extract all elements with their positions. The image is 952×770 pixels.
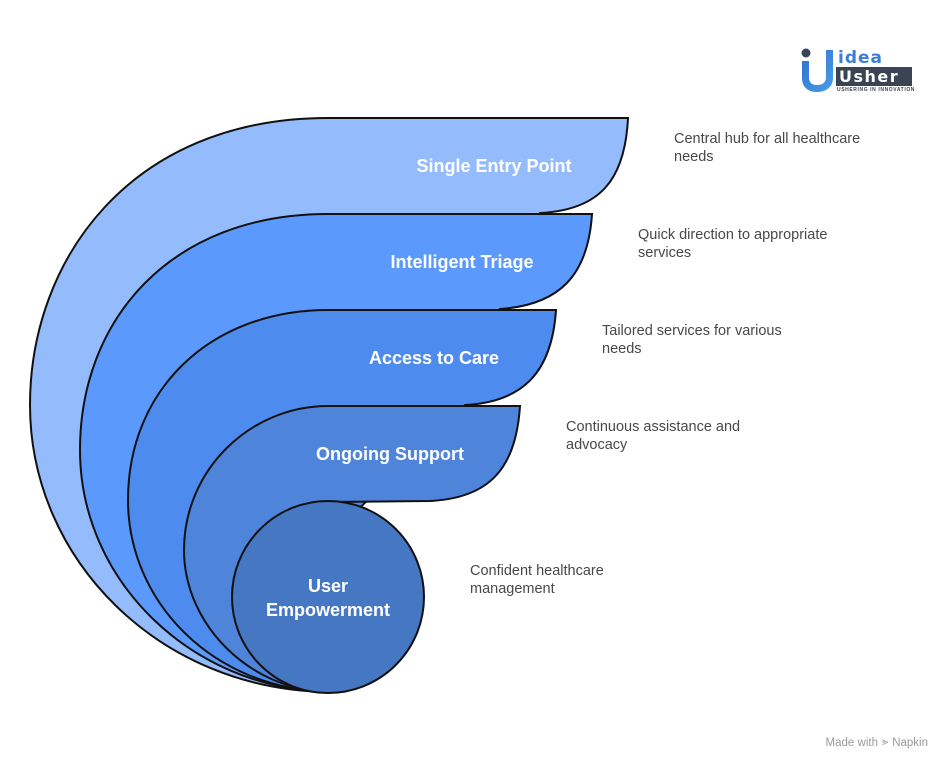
description-ongoing-support: Continuous assistance and advocacy <box>566 418 806 454</box>
layer-label-single-entry-point: Single Entry Point <box>416 156 571 176</box>
description-line: Quick direction to appropriate <box>638 227 828 243</box>
description-line: Tailored services for various <box>602 323 782 339</box>
napkin-icon: ⪢ <box>881 736 889 748</box>
description-single-entry-point: Central hub for all healthcare needs <box>674 130 914 166</box>
layer-label-ongoing-support: Ongoing Support <box>316 444 464 464</box>
layer-label-access-to-care: Access to Care <box>369 348 499 368</box>
logo-mark-icon <box>801 48 833 92</box>
description-line: Continuous assistance and <box>566 419 741 435</box>
footer-prefix: Made with <box>825 736 878 749</box>
description-line: Confident healthcare <box>470 563 604 579</box>
logo-tagline: USHERING IN INNOVATION <box>837 87 916 93</box>
description-line: Central hub for all healthcare <box>674 131 861 147</box>
description-line: management <box>470 581 555 597</box>
layer-label-user-empowerment-1: User <box>308 576 348 596</box>
idea-usher-logo: idea Usher USHERING IN INNOVATION <box>800 46 915 96</box>
footer-brand: Napkin <box>892 736 928 749</box>
description-line: services <box>638 245 692 261</box>
layer-label-user-empowerment-2: Empowerment <box>266 600 390 620</box>
description-access-to-care: Tailored services for various needs <box>602 322 842 358</box>
layer-user-empowerment <box>231 500 425 694</box>
logo-text-idea: idea <box>838 48 883 68</box>
description-line: advocacy <box>566 437 628 453</box>
layer-label-intelligent-triage: Intelligent Triage <box>390 252 533 272</box>
description-line: needs <box>602 341 642 357</box>
description-line: needs <box>674 149 714 165</box>
logo-text-usher: Usher <box>836 67 912 86</box>
made-with-napkin: Made with ⪢ Napkin <box>826 736 928 749</box>
description-intelligent-triage: Quick direction to appropriate services <box>638 226 878 262</box>
description-user-empowerment: Confident healthcare management <box>470 562 710 598</box>
